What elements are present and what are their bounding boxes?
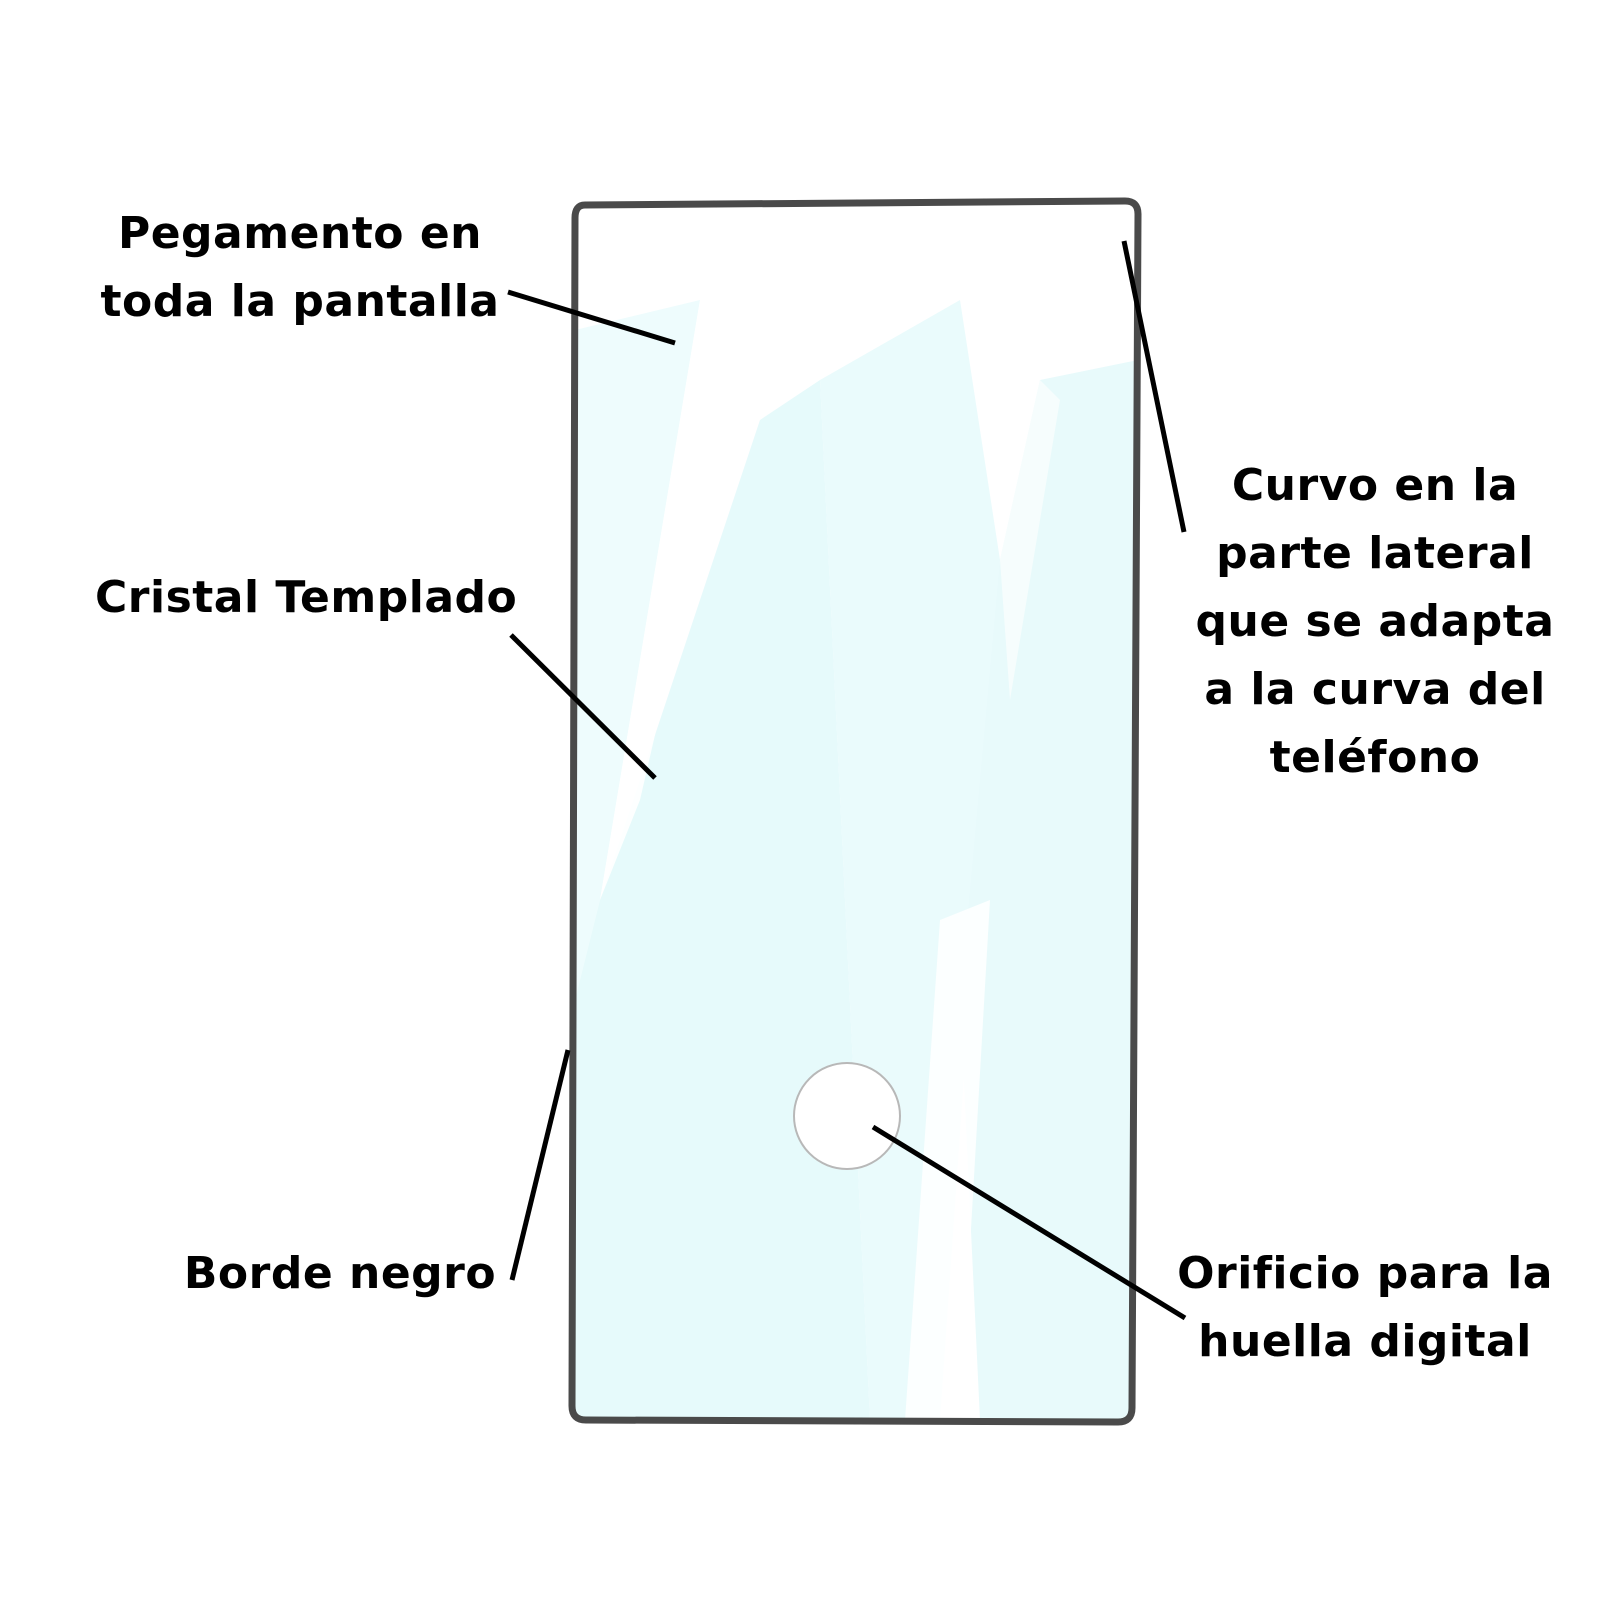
label-glass-line-1: Cristal Templado — [95, 572, 518, 623]
label-curved-edge-line-2: parte lateral — [1216, 528, 1534, 579]
label-border: Borde negro — [180, 1240, 500, 1308]
label-curved-edge-line-3: que se adapta — [1195, 596, 1555, 647]
leader-line-fingerprint — [871, 1124, 1187, 1321]
leader-line-glass — [509, 633, 657, 780]
label-border-line-1: Borde negro — [183, 1248, 497, 1299]
label-glass: Cristal Templado — [95, 564, 518, 632]
label-curved-edge: Curvo en la parte lateral que se adapta … — [1185, 452, 1565, 792]
label-curved-edge-line-1: Curvo en la — [1231, 460, 1519, 511]
label-adhesive-line-1: Pegamento en — [117, 208, 483, 259]
leader-line-border — [509, 1049, 571, 1281]
glass-tint — [575, 280, 1138, 1420]
fingerprint-hole — [793, 1062, 901, 1170]
label-fingerprint-line-1: Orificio para la — [1177, 1248, 1553, 1299]
label-curved-edge-line-4: a la curva del — [1204, 664, 1546, 715]
label-fingerprint-line-2: huella digital — [1198, 1316, 1532, 1367]
label-adhesive: Pegamento en toda la pantalla — [100, 200, 500, 336]
black-border — [568, 197, 1142, 1426]
label-fingerprint-hole: Orificio para la huella digital — [1175, 1240, 1555, 1376]
leader-line-adhesive — [507, 289, 676, 346]
label-curved-edge-line-5: teléfono — [1269, 732, 1481, 783]
leader-line-curved-edge — [1121, 240, 1187, 533]
label-adhesive-line-2: toda la pantalla — [100, 276, 500, 327]
